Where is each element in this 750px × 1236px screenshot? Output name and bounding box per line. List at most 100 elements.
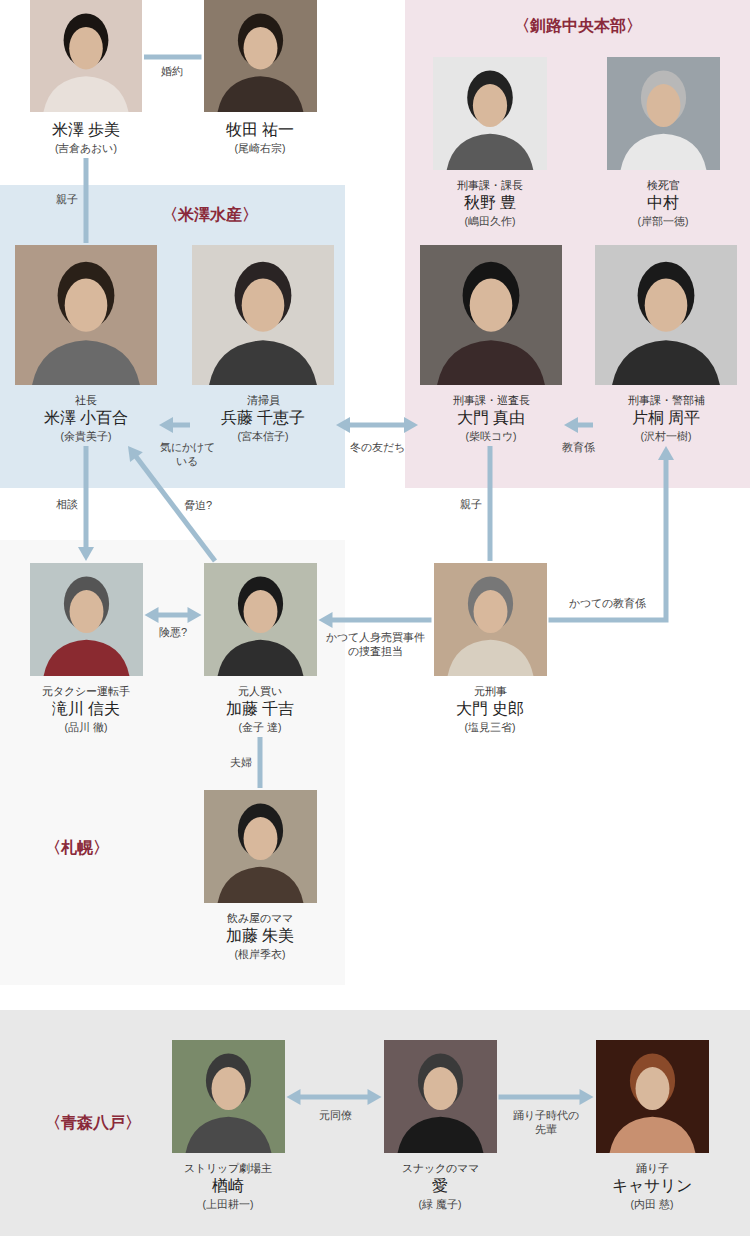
portrait-figure <box>420 245 562 385</box>
portrait-figure <box>172 1040 285 1153</box>
relation-connector <box>549 446 675 620</box>
portrait-photo <box>30 563 143 676</box>
role-text: 元人買い <box>238 684 282 698</box>
relation-line <box>330 618 432 623</box>
actor-name: (品川 徹) <box>65 720 108 734</box>
character-name: 楢崎 <box>212 1175 244 1197</box>
portrait-photo <box>192 245 334 385</box>
character-name: 大門 史郎 <box>456 698 524 720</box>
portrait-figure <box>30 563 143 676</box>
relation-connector <box>490 446 491 561</box>
relation-connector <box>260 737 261 788</box>
portrait-figure <box>192 245 334 385</box>
portrait-photo <box>384 1040 497 1153</box>
actor-name: (尾崎右宗) <box>235 141 286 155</box>
relation-line <box>347 423 407 428</box>
region-fill <box>0 185 345 488</box>
character-card: 刑事課・警部補片桐 周平(沢村一樹) <box>595 245 737 444</box>
character-card: 社長米澤 小百合(余貴美子) <box>15 245 157 444</box>
actor-name: (沢村一樹) <box>641 429 692 443</box>
portrait-figure <box>30 0 142 112</box>
relation-label: 踊り子時代の先輩 <box>510 1108 582 1136</box>
relation-connector <box>145 607 202 623</box>
arrow-head <box>78 547 94 561</box>
arrow-head <box>580 1089 594 1105</box>
portrait-figure <box>595 245 737 385</box>
relation-line <box>84 158 89 243</box>
relation-line <box>298 1095 371 1100</box>
relation-line <box>84 446 89 550</box>
character-card: 元タクシー運転手滝川 信夫(品川 徹) <box>30 563 143 735</box>
arrow-head <box>658 446 674 460</box>
character-card: 元刑事大門 史郎(塩見三省) <box>434 563 547 735</box>
portrait-photo <box>172 1040 285 1153</box>
role-text: 元タクシー運転手 <box>42 684 130 698</box>
actor-name: (上田耕一) <box>203 1197 254 1211</box>
relation-label: 婚約 <box>152 64 192 78</box>
character-name: 加藤 千吉 <box>226 698 294 720</box>
relation-label: 親子 <box>440 497 482 511</box>
portrait-photo <box>596 1040 709 1153</box>
character-name: キャサリン <box>612 1175 692 1197</box>
relation-line <box>549 457 667 620</box>
arrow-head <box>145 607 159 623</box>
relation-connector <box>86 158 87 243</box>
character-card: 元人買い加藤 千吉(金子 達) <box>204 563 317 735</box>
actor-name: (緑 魔子) <box>419 1197 462 1211</box>
portrait-photo <box>204 563 317 676</box>
character-card: ストリップ劇場主楢崎(上田耕一) <box>172 1040 285 1212</box>
region-fill <box>0 540 345 985</box>
arrow-head <box>368 1089 382 1105</box>
group-heading: 〈釧路中央本部〉 <box>514 16 642 36</box>
role-text: 元刑事 <box>474 684 507 698</box>
portrait-photo <box>204 790 317 903</box>
portrait-figure <box>607 57 720 170</box>
relation-label: 相談 <box>38 497 78 511</box>
portrait-figure <box>433 57 547 170</box>
character-name: 兵藤 千恵子 <box>221 407 305 429</box>
character-card: 刑事課・課長秋野 豊(嶋田久作) <box>433 57 547 229</box>
character-name: 米澤 歩美 <box>52 119 120 141</box>
arrow-head <box>564 417 578 433</box>
portrait-photo <box>595 245 737 385</box>
actor-name: (岸部一徳) <box>638 214 689 228</box>
relation-line <box>258 737 263 788</box>
role-text: ストリップ劇場主 <box>184 1161 272 1175</box>
character-name: 秋野 豊 <box>464 192 516 214</box>
portrait-figure <box>15 245 157 385</box>
relation-label: 気にかけている <box>158 440 216 468</box>
relation-label: 教育係 <box>560 440 597 454</box>
relation-line <box>499 1095 583 1100</box>
relation-line <box>144 55 202 60</box>
role-text: 刑事課・巡査長 <box>453 393 530 407</box>
portrait-photo <box>30 0 142 112</box>
relation-connector <box>319 612 432 628</box>
actor-name: (根岸季衣) <box>235 947 286 961</box>
relation-line <box>488 446 493 561</box>
group-region: 〈釧路中央本部〉刑事課・課長秋野 豊(嶋田久作)検死官中村(岸部一徳)刑事課・巡… <box>405 0 750 488</box>
character-card: 飲み屋のママ加藤 朱美(根岸季衣) <box>204 790 317 962</box>
character-name: 愛 <box>432 1175 448 1197</box>
role-text: 飲み屋のママ <box>227 911 293 925</box>
relation-label: 険悪? <box>148 625 198 639</box>
portrait-photo <box>204 0 317 112</box>
relation-label: 冬の友だち <box>345 440 409 454</box>
role-text: 踊り子 <box>636 1161 669 1175</box>
portrait-photo <box>433 57 547 170</box>
actor-name: (柴咲コウ) <box>466 429 517 443</box>
relation-label: 親子 <box>38 192 78 206</box>
actor-name: (宮本信子) <box>238 429 289 443</box>
character-name: 米澤 小百合 <box>44 407 128 429</box>
arrow-head <box>188 607 202 623</box>
relation-line <box>156 613 191 618</box>
relation-connector <box>78 446 94 561</box>
portrait-figure <box>204 790 317 903</box>
relation-connector <box>159 417 190 433</box>
relation-connector <box>564 417 593 433</box>
portrait-photo <box>434 563 547 676</box>
portrait-photo <box>420 245 562 385</box>
actor-name: (金子 達) <box>239 720 282 734</box>
character-card: 踊り子キャサリン(内田 慈) <box>596 1040 709 1212</box>
character-name: 大門 真由 <box>457 407 525 429</box>
